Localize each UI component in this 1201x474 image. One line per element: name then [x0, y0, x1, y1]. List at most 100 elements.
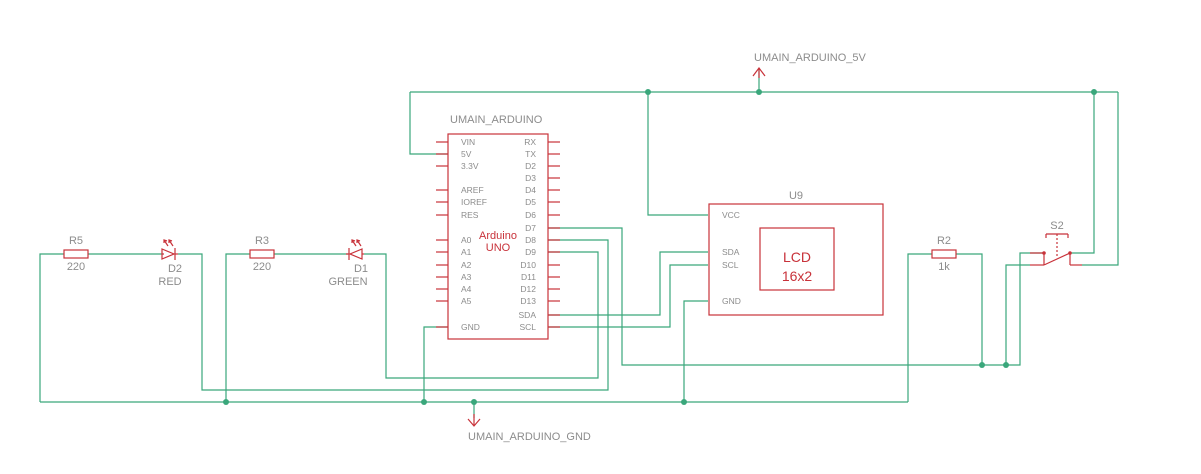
- resistor-value: 220: [67, 261, 85, 273]
- wire-5v-to-switch-b: [1082, 92, 1119, 266]
- arduino-body-label-1: Arduino: [479, 230, 517, 242]
- pin-label-d6: D6: [525, 210, 536, 220]
- junction-dot: [1003, 362, 1009, 368]
- pin-label-tx: TX: [525, 149, 536, 159]
- resistor-icon: [249, 249, 275, 259]
- wire-switch-tap: [1005, 264, 1030, 365]
- resistor-value: 1k: [938, 261, 950, 273]
- pin-label-d2: D2: [525, 161, 536, 171]
- resistor-r5[interactable]: R5 220: [63, 235, 89, 273]
- pin-label-a5: A5: [461, 296, 472, 306]
- switch-s2[interactable]: S2: [1030, 220, 1082, 266]
- junction-dot: [645, 89, 651, 95]
- junction-dot: [756, 89, 762, 95]
- lcd-pin-vcc: VCC: [722, 210, 740, 220]
- junction-dot: [1091, 89, 1097, 95]
- arduino-component[interactable]: UMAIN_ARDUINO Arduino UNO VIN 5V 3.3V AR…: [436, 114, 560, 340]
- junction-dot: [979, 362, 985, 368]
- wire-arduino-gnd: [423, 326, 448, 402]
- vcc-label: UMAIN_ARDUINO_5V: [754, 52, 867, 64]
- pin-label-5v: 5V: [461, 149, 472, 159]
- lcd-pin-scl: SCL: [722, 260, 739, 270]
- resistor-r3[interactable]: R3 220: [249, 235, 275, 273]
- wires: [39, 70, 1119, 418]
- pin-label-vin: VIN: [461, 137, 475, 147]
- led-d1[interactable]: D1 GREEN: [328, 239, 368, 288]
- gnd-arrow-icon: [467, 418, 481, 427]
- led-icon: [161, 239, 178, 260]
- switch-terminal-icon: [1042, 251, 1046, 255]
- pin-label-rx: RX: [524, 137, 536, 147]
- lcd-pin-labels: VCC SDA SCL GND: [722, 210, 741, 306]
- led-color: GREEN: [328, 276, 367, 288]
- pin-label-a3: A3: [461, 272, 472, 282]
- pin-label-d3: D3: [525, 173, 536, 183]
- lcd-pin-sda: SDA: [722, 247, 740, 257]
- vcc-symbol: UMAIN_ARDUINO_5V: [752, 52, 867, 78]
- junction-dot: [681, 399, 687, 405]
- pin-label-d9: D9: [525, 247, 536, 257]
- led-ref: D1: [354, 263, 368, 275]
- lcd-component[interactable]: U9 LCD 16x2 VCC SDA SCL GND: [708, 190, 884, 316]
- pin-label-gnd: GND: [461, 322, 480, 332]
- wire-r3-left: [225, 253, 250, 402]
- gnd-label: UMAIN_ARDUINO_GND: [468, 431, 591, 443]
- arduino-left-pins: [436, 141, 448, 328]
- lcd-body: [708, 203, 884, 316]
- arduino-right-pin-labels: RX TX D2 D3 D4 D5 D6 D7 D8 D9 D10 D11 D1…: [519, 137, 537, 332]
- lcd-title: LCD: [783, 249, 811, 265]
- wire-d2-to-d8: [178, 239, 609, 391]
- junctions: [223, 89, 1097, 405]
- resistor-ref: R2: [937, 235, 951, 247]
- resistor-icon: [931, 249, 957, 259]
- arduino-right-pins: [548, 141, 560, 328]
- pin-label-d10: D10: [520, 260, 536, 270]
- lcd-name: U9: [789, 190, 803, 202]
- arduino-body: [447, 133, 549, 340]
- junction-dot: [471, 399, 477, 405]
- led-icon: [346, 239, 364, 260]
- pin-label-d7: D7: [525, 223, 536, 233]
- pin-label-sda: SDA: [519, 310, 537, 320]
- resistor-value: 220: [253, 261, 271, 273]
- resistor-r2[interactable]: R2 1k: [931, 235, 957, 273]
- pin-label-res: RES: [461, 210, 479, 220]
- wire-r5-left: [39, 253, 64, 402]
- arduino-left-pin-labels: VIN 5V 3.3V AREF IOREF RES A0 A1 A2 A3 A…: [461, 137, 487, 332]
- wire-5v-to-switch-a: [1070, 92, 1095, 254]
- arduino-name: UMAIN_ARDUINO: [450, 114, 543, 126]
- pin-label-d8: D8: [525, 235, 536, 245]
- pin-label-a0: A0: [461, 235, 472, 245]
- switch-terminal-icon: [1068, 251, 1072, 255]
- wire-r2-right: [956, 253, 983, 365]
- wire-scl: [548, 264, 708, 328]
- pin-label-a2: A2: [461, 260, 472, 270]
- pin-label-scl: SCL: [519, 322, 536, 332]
- gnd-symbol: UMAIN_ARDUINO_GND: [467, 414, 591, 443]
- pin-label-a4: A4: [461, 284, 472, 294]
- pushbutton-icon: [1030, 233, 1082, 266]
- wire-lcd-gnd: [683, 300, 708, 402]
- lcd-pin-gnd: GND: [722, 296, 741, 306]
- pin-label-d5: D5: [525, 197, 536, 207]
- led-d2[interactable]: D2 RED: [158, 239, 182, 288]
- resistor-ref: R5: [69, 235, 83, 247]
- wire-r2-left: [907, 253, 932, 402]
- wire-5v-to-lcd-vcc: [647, 92, 708, 216]
- pin-label-d13: D13: [520, 296, 536, 306]
- resistor-icon: [63, 249, 89, 259]
- led-ref: D2: [168, 263, 182, 275]
- junction-dot: [421, 399, 427, 405]
- pin-label-aref: AREF: [461, 185, 484, 195]
- arduino-body-label-2: UNO: [486, 242, 511, 254]
- wire-d7-to-switch: [548, 227, 1044, 366]
- wire-5v-to-arduino: [409, 92, 448, 155]
- junction-dot: [223, 399, 229, 405]
- pin-label-d12: D12: [520, 284, 536, 294]
- pin-label-3v3: 3.3V: [461, 161, 479, 171]
- lcd-screen: [759, 227, 835, 291]
- pin-label-d11: D11: [521, 272, 536, 282]
- pin-label-a1: A1: [461, 247, 472, 257]
- resistor-ref: R3: [255, 235, 269, 247]
